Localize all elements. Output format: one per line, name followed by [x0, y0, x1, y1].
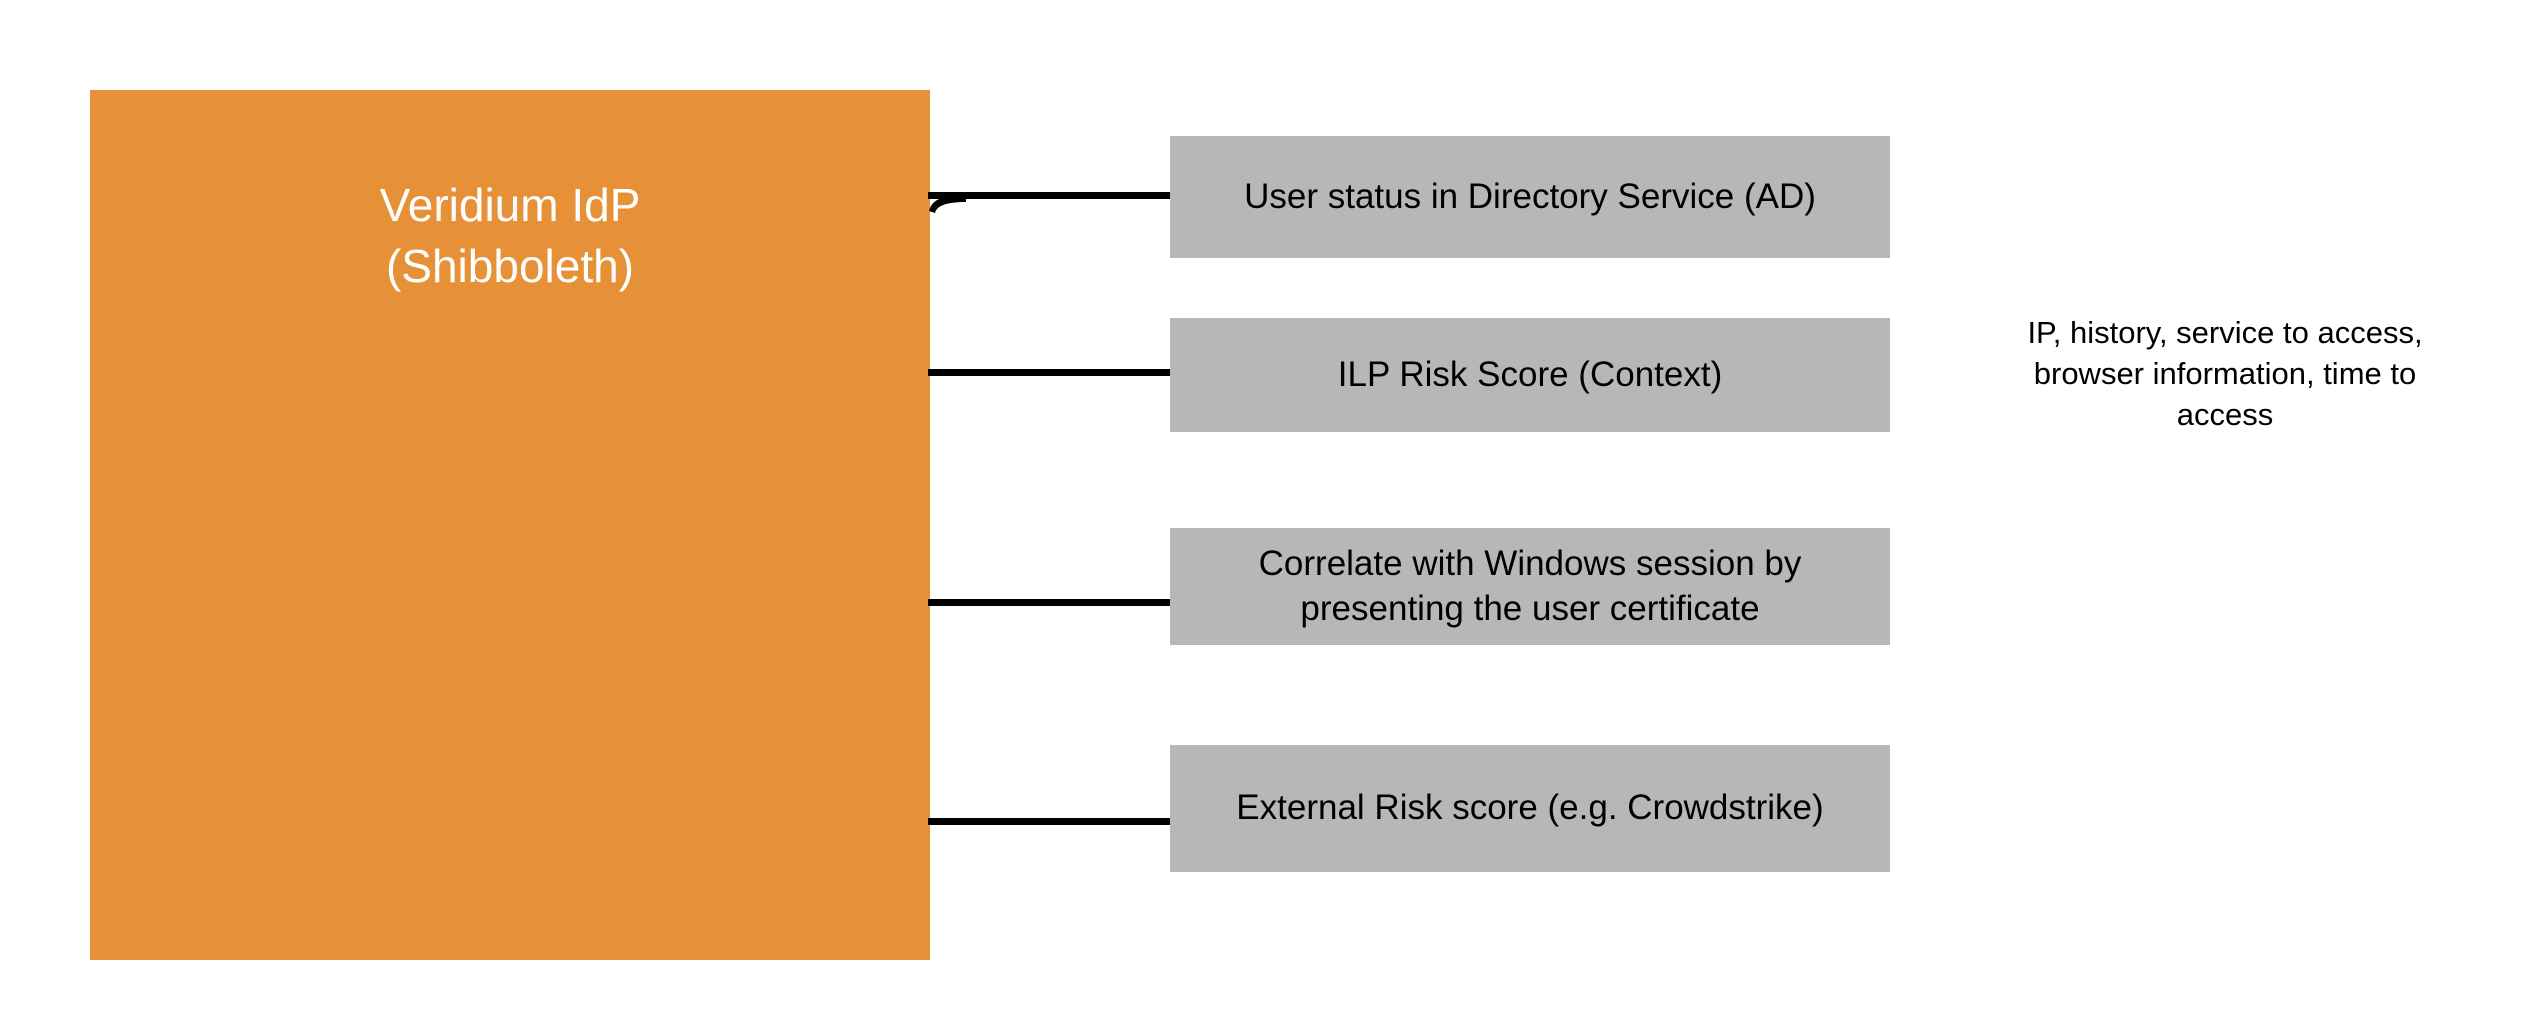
idp-node[interactable]: Veridium IdP (Shibboleth) — [90, 90, 930, 960]
input-node-label: User status in Directory Service (AD) — [1244, 176, 1816, 216]
input-node-ilp-risk-score[interactable]: ILP Risk Score (Context) — [1170, 318, 1890, 432]
input-node-label: External Risk score (e.g. Crowdstrike) — [1236, 788, 1824, 828]
input-node-windows-session-correlation[interactable]: Correlate with Windows session by presen… — [1170, 528, 1890, 645]
connector-line-user-status — [928, 192, 1172, 199]
connector-line-external-risk — [928, 818, 1172, 825]
context-annotation: IP, history, service to access, browser … — [2027, 315, 2423, 433]
connector-line-windows-session — [928, 599, 1172, 606]
input-node-label: ILP Risk Score (Context) — [1337, 354, 1723, 394]
connector-line-ilp-risk — [928, 369, 1172, 376]
input-node-user-status[interactable]: User status in Directory Service (AD) — [1170, 136, 1890, 258]
input-node-label: Correlate with Windows session by presen… — [1258, 543, 1802, 628]
input-node-external-risk-score[interactable]: External Risk score (e.g. Crowdstrike) — [1170, 745, 1890, 872]
idp-node-label: Veridium IdP (Shibboleth) — [379, 179, 641, 293]
